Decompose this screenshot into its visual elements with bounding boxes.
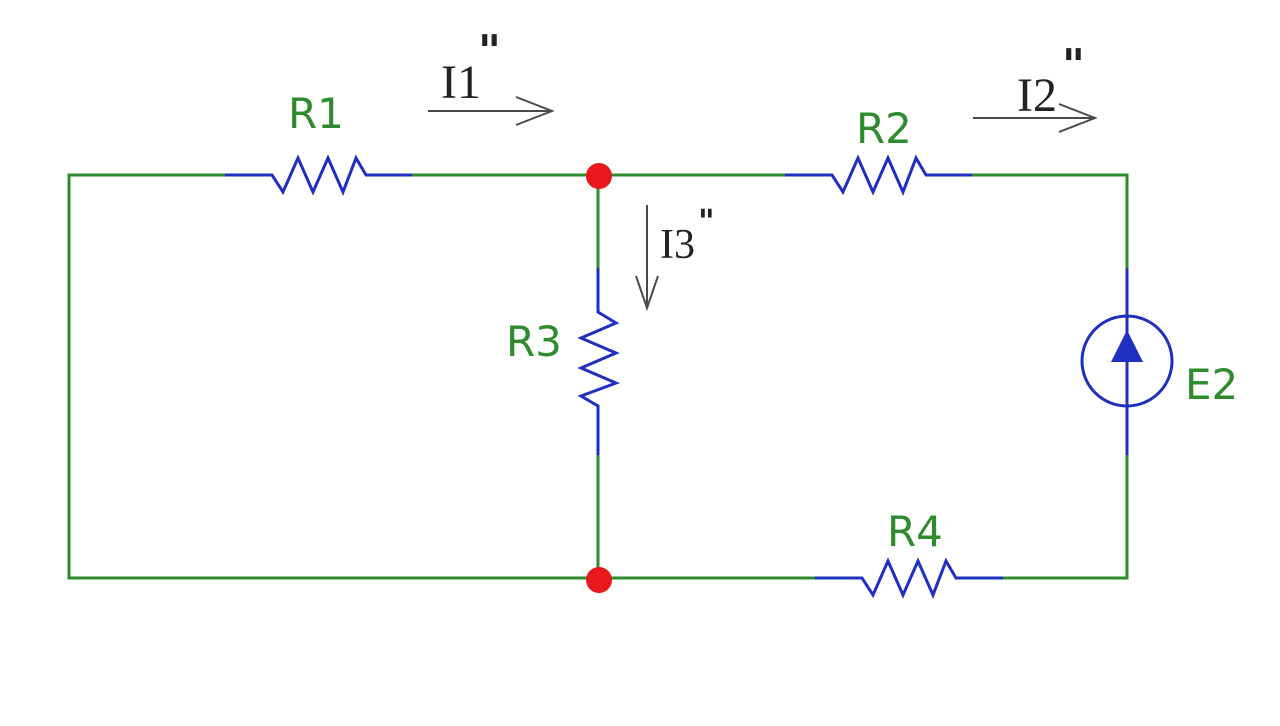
label-r1: R1 [288, 89, 344, 138]
arrow-head [635, 275, 659, 312]
resistor-r2 [785, 154, 972, 196]
arrow-i3 [635, 205, 659, 312]
arrow-head [1058, 103, 1098, 133]
resistor-icon [225, 154, 412, 196]
current-label-i1: I1 [441, 56, 481, 109]
current-prime-i1: " [478, 26, 501, 77]
junction-dot-icon [586, 567, 612, 593]
arrow-i1 [428, 96, 555, 126]
wires [67, 173, 1129, 580]
arrow-head [515, 96, 555, 126]
current-prime-i3: " [698, 202, 715, 240]
resistor-r1 [225, 154, 412, 196]
label-r3: R3 [506, 317, 562, 366]
source-e2 [1080, 268, 1174, 455]
source-arrowhead-icon [1111, 330, 1143, 362]
label-r4: R4 [887, 507, 943, 556]
resistor-icon [815, 557, 1003, 599]
current-label-i2: I2 [1017, 69, 1057, 122]
label-e2: E2 [1185, 360, 1238, 409]
resistor-icon [577, 268, 621, 455]
current-prime-i2: " [1062, 40, 1085, 91]
resistor-r3 [577, 268, 621, 455]
label-r2: R2 [856, 104, 912, 153]
resistor-icon [785, 154, 972, 196]
arrow-i2 [973, 103, 1098, 133]
current-label-i3: I3 [660, 222, 695, 268]
resistor-r4 [815, 557, 1003, 599]
junction-dot-icon [586, 163, 612, 189]
